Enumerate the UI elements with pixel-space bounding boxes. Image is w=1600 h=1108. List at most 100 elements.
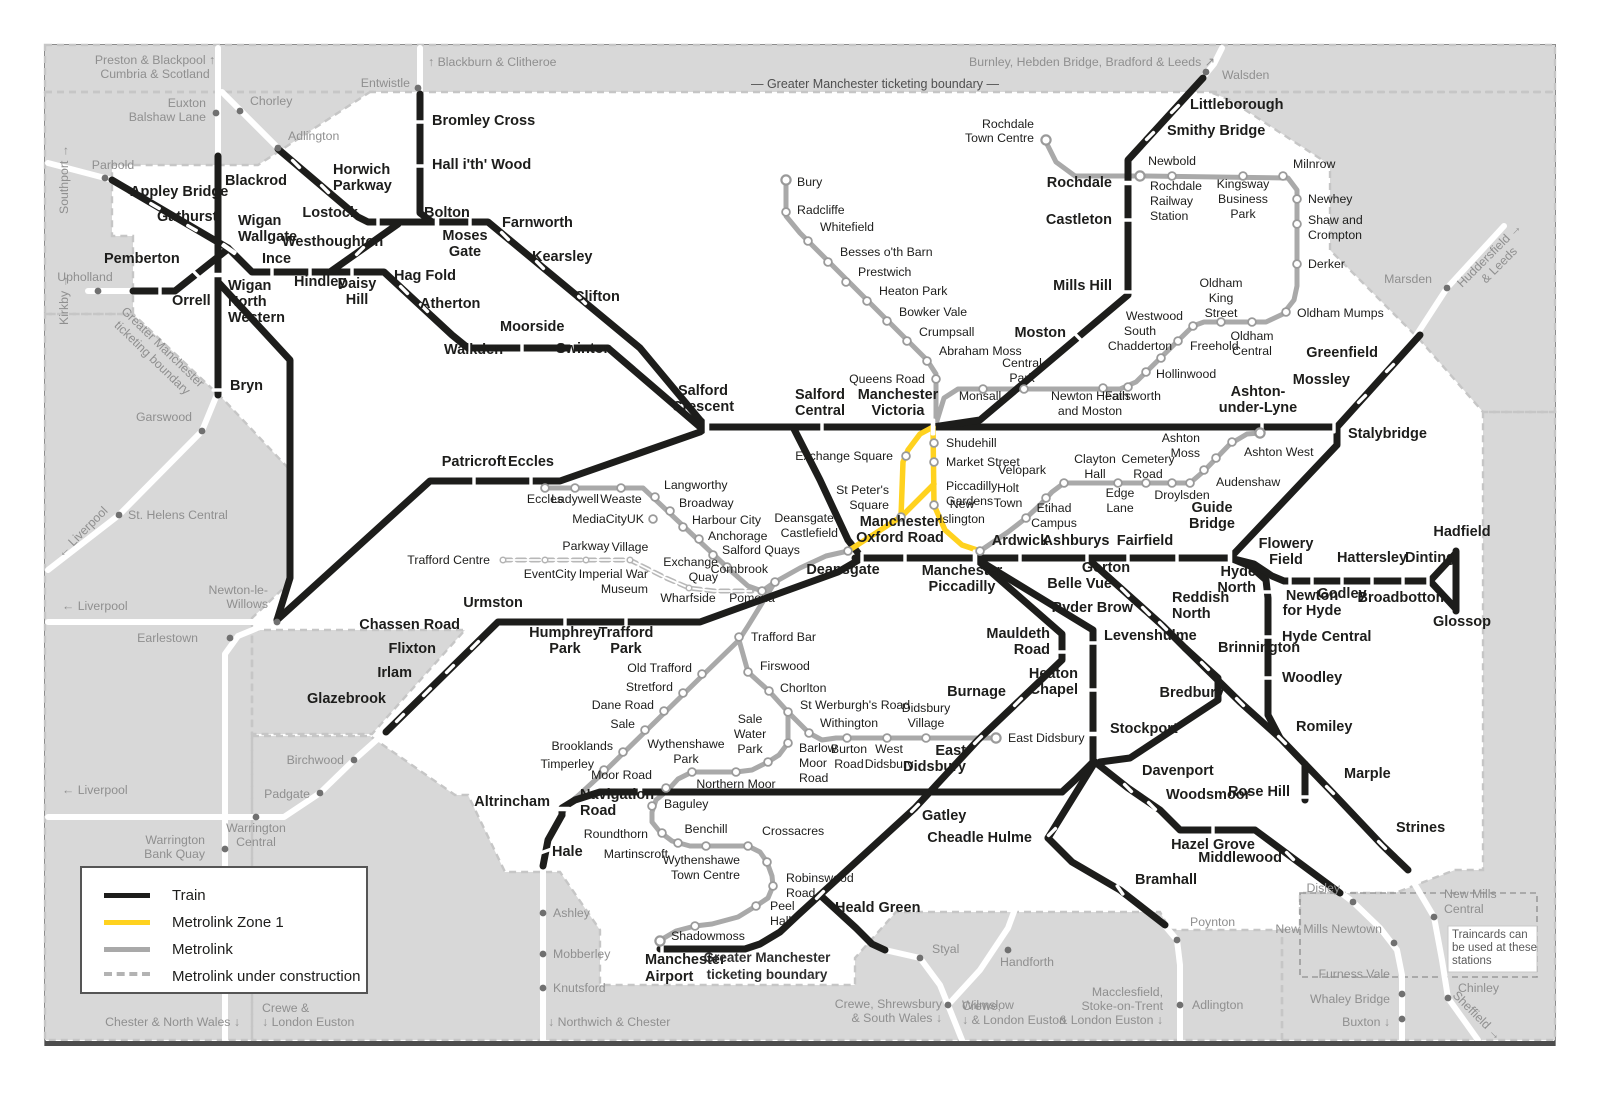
train-station-tick bbox=[149, 201, 161, 211]
station-label: Rose Hill bbox=[1228, 784, 1290, 800]
station-label: Bredbury bbox=[1160, 685, 1224, 701]
station-label: Bramhall bbox=[1135, 872, 1197, 888]
station-label: Belle Vue bbox=[1047, 576, 1112, 592]
metrolink-stop-marker bbox=[781, 207, 791, 217]
train-station-tick bbox=[221, 242, 237, 256]
train-line bbox=[224, 244, 704, 431]
metrolink-stop-marker bbox=[731, 767, 741, 777]
station-label: Glazebrook bbox=[307, 691, 387, 707]
train-station-tick bbox=[553, 806, 571, 812]
train-line bbox=[273, 423, 711, 624]
external-station-dot bbox=[1004, 946, 1012, 954]
train-station-tick bbox=[1298, 795, 1312, 799]
station-label: Crumpsall bbox=[919, 325, 974, 339]
station-label: Altrincham bbox=[474, 794, 550, 810]
train-station-tick bbox=[186, 223, 198, 233]
train-station-tick bbox=[1332, 420, 1336, 434]
station-label: Furness Vale bbox=[1318, 967, 1390, 981]
metrolink-stop-marker bbox=[678, 522, 688, 532]
station-label: Godley bbox=[1317, 586, 1366, 602]
construction-line-gap bbox=[503, 559, 752, 592]
station-label: Crewe,↓ & London Euston bbox=[962, 999, 1066, 1027]
station-label: Trafford Bar bbox=[751, 630, 816, 644]
metrolink-stop-marker bbox=[780, 174, 792, 186]
station-label: Kearsley bbox=[532, 249, 592, 265]
station-label: Kirkby → bbox=[57, 275, 71, 325]
train-station-tick bbox=[1115, 884, 1125, 896]
station-label: Newbold bbox=[1148, 154, 1196, 168]
metrolink-stop-marker bbox=[1227, 437, 1237, 447]
ticketing-boundary-line bbox=[250, 628, 468, 736]
station-label: Northern Moor bbox=[696, 777, 775, 791]
external-station-dot bbox=[101, 174, 109, 182]
metrolink-stop-marker bbox=[843, 546, 853, 556]
train-station-tick bbox=[820, 420, 824, 434]
metrolink-stop-marker bbox=[540, 483, 550, 493]
external-rail-line bbox=[45, 617, 280, 625]
station-label: Lostock bbox=[302, 205, 359, 221]
metrolink-stop-marker bbox=[1141, 478, 1151, 488]
station-label: Macclesfield,Stoke-on-Trent& London Eust… bbox=[1059, 985, 1163, 1027]
station-label: Shadowmoss bbox=[671, 929, 745, 943]
metrolink-stop-marker bbox=[618, 747, 628, 757]
external-station-dot bbox=[539, 909, 547, 917]
station-label: Chassen Road bbox=[359, 617, 460, 633]
station-label: Martinscroft bbox=[604, 847, 669, 861]
station-label: Westwood bbox=[1126, 309, 1183, 323]
train-station-tick bbox=[290, 158, 302, 170]
legend-row-metrolink: Metrolink bbox=[104, 936, 366, 962]
station-label: ← Liverpool bbox=[62, 599, 128, 613]
train-station-tick bbox=[1122, 782, 1134, 794]
train-line bbox=[1333, 331, 1424, 431]
train-station-tick bbox=[350, 265, 354, 279]
station-label: Velopark bbox=[998, 463, 1047, 477]
train-station-tick bbox=[563, 615, 567, 629]
train-station-tick bbox=[539, 847, 553, 855]
train-station-tick bbox=[1310, 574, 1314, 588]
train-station-tick bbox=[1126, 551, 1130, 565]
metrolink-stop-marker bbox=[599, 765, 609, 775]
station-label: Romiley bbox=[1296, 719, 1352, 735]
metrolink-stop-marker bbox=[661, 783, 671, 793]
train-station-tick bbox=[209, 272, 227, 278]
train-station-tick bbox=[1018, 551, 1022, 565]
metrolink-zone1-line bbox=[898, 424, 936, 520]
metrolink-stop-marker bbox=[1141, 367, 1151, 377]
train-station-tick bbox=[903, 551, 907, 565]
station-label: Littleborough bbox=[1190, 97, 1283, 113]
train-station-tick bbox=[1121, 218, 1135, 222]
metrolink-stop-marker bbox=[751, 901, 761, 911]
station-label: Heaton Park bbox=[879, 284, 948, 298]
train-line bbox=[129, 245, 232, 295]
train-station-tick bbox=[468, 341, 472, 355]
station-label: Chinley bbox=[1458, 981, 1500, 995]
train-station-tick bbox=[1085, 551, 1089, 565]
station-label: Hattersley bbox=[1337, 550, 1407, 566]
station-label: Newton-le-Willows bbox=[209, 583, 268, 611]
train-line bbox=[971, 554, 1097, 766]
metrolink-stop-marker bbox=[743, 841, 753, 851]
train-station-tick bbox=[1276, 734, 1288, 746]
external-rail-line bbox=[945, 837, 1051, 1008]
station-label: Broadway bbox=[679, 496, 735, 510]
station-label: Hollinwood bbox=[1156, 367, 1216, 381]
metrolink-stop-marker bbox=[701, 841, 711, 851]
